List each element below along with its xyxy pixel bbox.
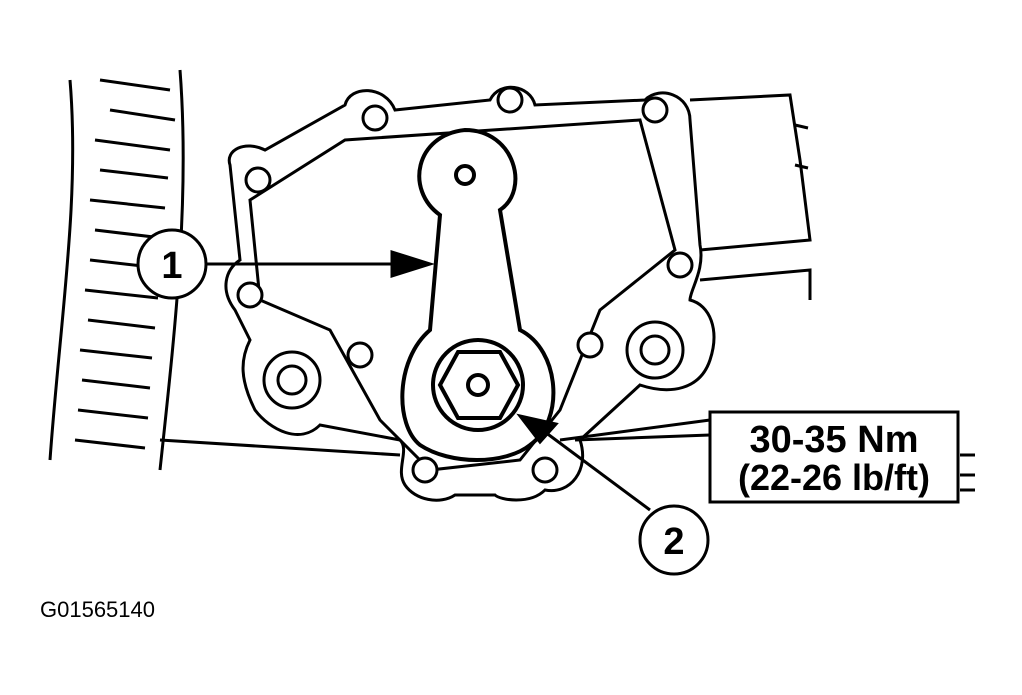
figure-id: G01565140: [40, 597, 155, 622]
torque-leader: [574, 433, 711, 442]
torque-spec-box: 30-35 Nm (22-26 lb/ft): [708, 410, 960, 504]
callout-1-arrow: [205, 249, 435, 279]
bolt-holes: [236, 86, 694, 484]
callout-1-circle: [136, 228, 208, 300]
callout-2-circle: [638, 504, 710, 576]
torque-spec-nm: 30-35 Nm: [750, 419, 919, 461]
transmission-case-fins: [48, 69, 185, 471]
torque-spec-lbft: (22-26 lb/ft): [738, 457, 930, 498]
mounting-bosses: [262, 320, 685, 410]
callout-2-number: 2: [663, 521, 684, 563]
callout-2: 2: [638, 504, 710, 576]
callout-1: 1: [136, 228, 208, 300]
callout-2-arrow: [516, 413, 651, 512]
lever-nut: [431, 338, 525, 432]
callout-1-number: 1: [161, 245, 182, 287]
